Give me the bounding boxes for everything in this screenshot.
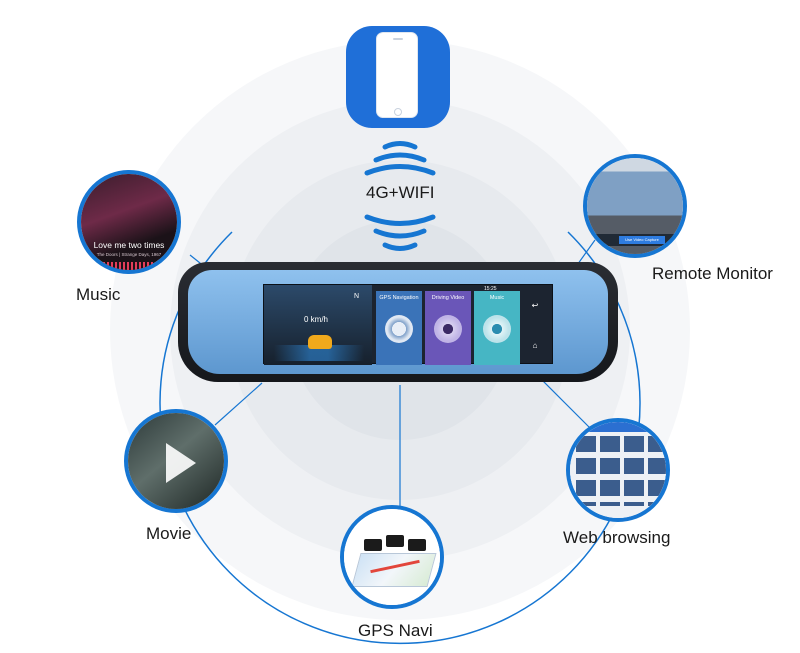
compass-icon — [385, 315, 413, 343]
mirror-glass: N 0 km/h 15:25 GPS Navigation Driving Vi… — [188, 270, 608, 374]
play-icon — [166, 443, 196, 483]
phone-speaker — [393, 38, 403, 40]
road-graphic — [274, 345, 364, 361]
web-browsing-label: Web browsing — [563, 528, 671, 547]
app-tile-music-label: Music — [489, 295, 505, 301]
app-tile-gps[interactable]: GPS Navigation — [376, 291, 422, 365]
phone-tile — [346, 26, 450, 128]
music-album-art — [81, 174, 177, 270]
microphone-icon — [483, 315, 511, 343]
gps-circle — [340, 505, 444, 609]
map-marker-icon — [386, 535, 404, 547]
music-label: Music — [76, 285, 121, 304]
movie-circle — [124, 409, 228, 513]
map-illustration — [351, 553, 437, 587]
music-song-title: Love me two times — [93, 240, 165, 250]
remote-monitor-circle: Use Video Capture — [583, 154, 687, 258]
music-artist: The Doors | Strange Days, 1967 — [96, 252, 162, 257]
movie-label: Movie — [146, 524, 192, 543]
video-thumbnail-grid — [576, 436, 666, 506]
compass-indicator: N — [354, 293, 360, 300]
map-marker-icon — [364, 539, 382, 551]
mirror-screen: N 0 km/h 15:25 GPS Navigation Driving Vi… — [263, 284, 553, 365]
remote-monitor-label: Remote Monitor — [652, 264, 773, 283]
home-icon[interactable]: ⌂ — [532, 341, 538, 350]
car-icon — [308, 335, 332, 349]
status-clock: 15:25 — [484, 286, 497, 292]
music-circle: Love me two times The Doors | Strange Da… — [77, 170, 181, 274]
gps-navi-label: GPS Navi — [358, 621, 433, 640]
app-tile-video[interactable]: Driving Video — [425, 291, 471, 365]
wifi-waves-top — [364, 141, 436, 176]
phone-home-button — [394, 108, 402, 116]
rearview-mirror-device: N 0 km/h 15:25 GPS Navigation Driving Vi… — [178, 262, 618, 382]
speed-readout: 0 km/h — [304, 315, 329, 324]
wifi-label: 4G+WIFI — [366, 183, 435, 202]
camera-lens-icon — [434, 315, 462, 343]
back-icon[interactable]: ↩ — [531, 301, 539, 310]
app-tile-music[interactable]: Music — [474, 291, 520, 365]
map-marker-icon — [408, 539, 426, 551]
app-tile-gps-label: GPS Navigation — [379, 295, 419, 301]
browser-header-bar — [570, 422, 666, 432]
wifi-waves-bottom — [364, 214, 436, 251]
web-browsing-circle — [566, 418, 670, 522]
music-waveform — [99, 262, 163, 270]
app-tile-video-label: Driving Video — [431, 295, 465, 301]
speed-pane: N 0 km/h — [264, 285, 372, 365]
smartphone-icon — [376, 32, 418, 118]
video-capture-button: Use Video Capture — [619, 236, 665, 244]
